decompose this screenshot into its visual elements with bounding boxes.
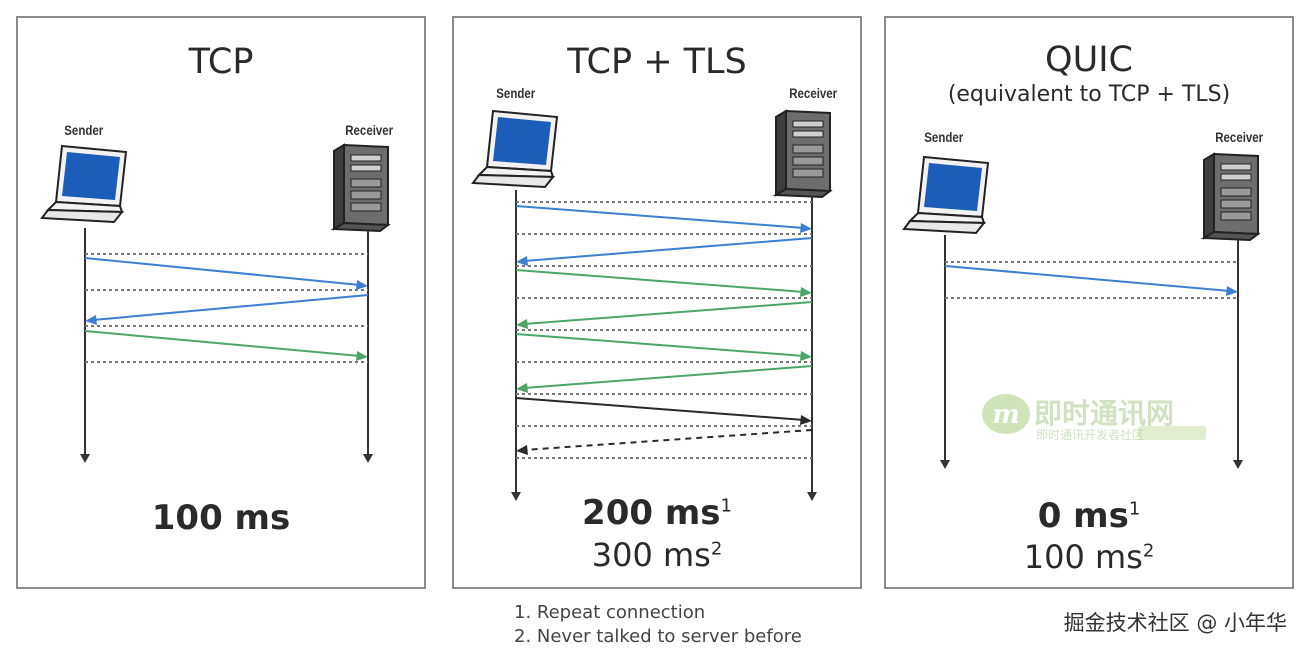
svg-text:m: m <box>992 400 1020 430</box>
message-arrow <box>515 397 812 425</box>
credit-watermark: 掘金技术社区 @ 小年华 <box>1063 611 1287 635</box>
sender-label: Sender <box>924 129 964 145</box>
receiver-label: Receiver <box>345 122 394 138</box>
message-arrow <box>85 294 369 325</box>
tcp-panel: TCP Sender Receiver 100 ms <box>16 16 426 589</box>
watermark-logo: m <box>982 394 1206 440</box>
laptop-icon <box>902 155 990 235</box>
message-arrow <box>516 365 813 393</box>
message-arrow <box>515 205 812 233</box>
message-arrow <box>515 333 812 361</box>
laptop-icon <box>471 109 559 189</box>
message-arrow <box>84 330 368 361</box>
time-dividers <box>945 261 1238 299</box>
message-arrow <box>516 301 813 329</box>
timing-primary: 200 ms1 <box>582 493 732 533</box>
receiver-lifeline <box>363 230 373 463</box>
tcp-sequence-diagram <box>40 143 391 463</box>
time-dividers <box>516 201 812 459</box>
tcp-tls-sequence-diagram <box>471 109 833 501</box>
panel-title: QUIC <box>1045 40 1133 80</box>
watermark-brand: 即时通讯网 <box>1034 397 1175 430</box>
server-icon <box>1200 152 1261 242</box>
timing-primary: 100 ms <box>151 498 291 538</box>
sender-label: Sender <box>64 122 104 138</box>
sender-lifeline <box>940 235 950 469</box>
time-dividers <box>85 253 368 363</box>
message-arrow <box>516 237 813 266</box>
receiver-lifeline <box>807 196 817 501</box>
receiver-label: Receiver <box>789 85 838 101</box>
sender-label: Sender <box>496 85 536 101</box>
tcp-tls-panel: TCP + TLS Sender Receiver 200 ms1 300 ms… <box>452 16 862 589</box>
message-arrow-dashed <box>516 429 813 455</box>
receiver-label: Receiver <box>1215 129 1264 145</box>
panel-title: TCP + TLS <box>567 42 747 82</box>
server-icon <box>330 143 391 233</box>
message-arrow <box>944 265 1238 296</box>
panel-subtitle: (equivalent to TCP + TLS) <box>947 82 1231 107</box>
footnote-1: 1. Repeat connection <box>514 602 706 623</box>
receiver-lifeline <box>1233 240 1243 469</box>
message-arrow <box>515 269 812 297</box>
timing-secondary: 100 ms2 <box>1023 538 1155 576</box>
timing-primary: 0 ms1 <box>1037 496 1141 536</box>
timing-secondary: 300 ms2 <box>591 536 723 574</box>
message-arrow <box>84 257 368 290</box>
footnote-2: 2. Never talked to server before <box>514 626 802 647</box>
quic-sequence-diagram: m <box>902 152 1261 469</box>
panel-title: TCP <box>188 42 254 82</box>
sender-lifeline <box>80 228 90 463</box>
watermark-tagline: 即时通讯开发者社区 <box>1036 428 1145 442</box>
laptop-icon <box>40 144 128 224</box>
quic-panel: m QUIC (equivalent to TCP + TLS) Sender … <box>884 16 1294 589</box>
sender-lifeline <box>511 190 521 501</box>
server-icon <box>772 109 833 199</box>
